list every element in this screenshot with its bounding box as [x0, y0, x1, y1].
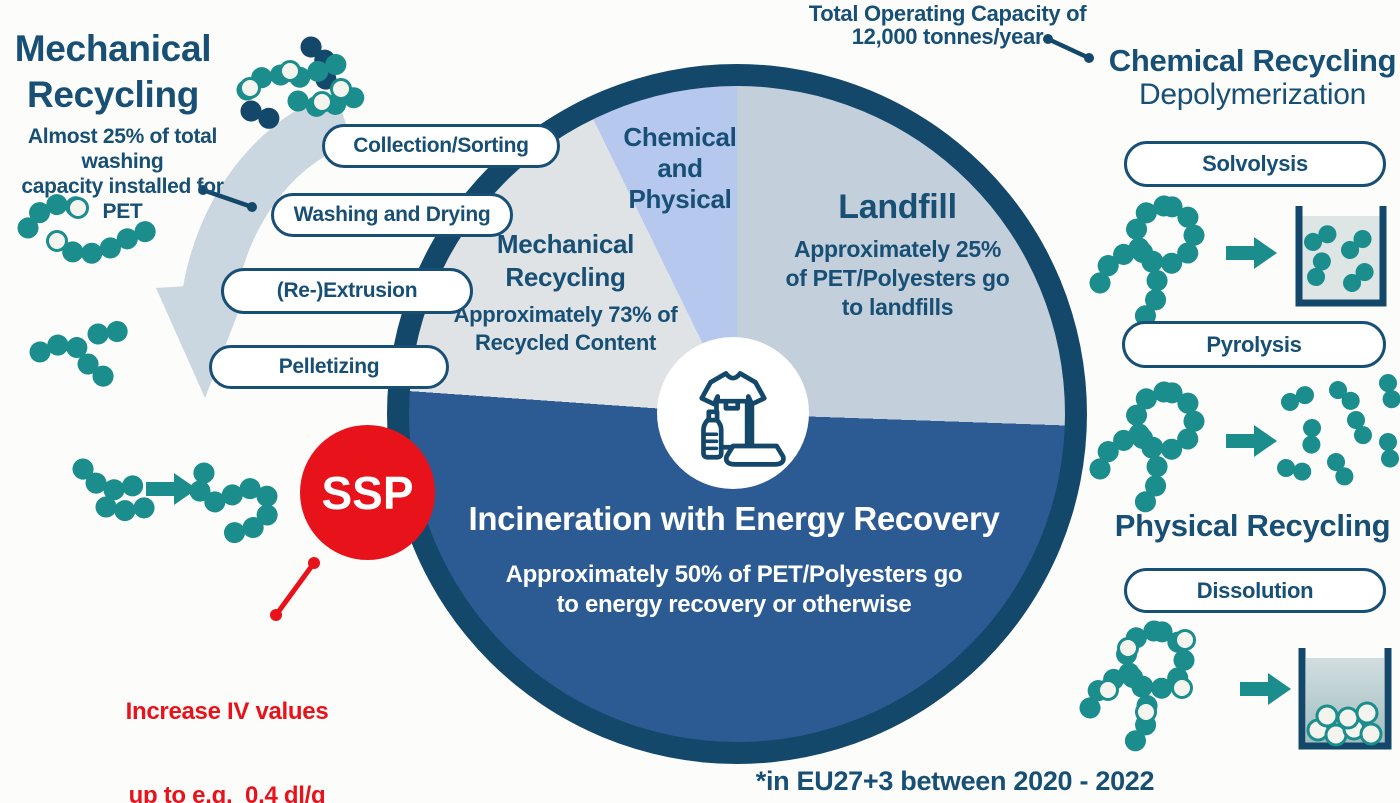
capacity-line: Total Operating Capacity of	[808, 1, 1087, 26]
pill-label: Pyrolysis	[1206, 331, 1302, 357]
segment-label-line: Chemical	[623, 122, 737, 152]
materials-badge	[657, 337, 809, 489]
process-pill-pelletizing: Pelletizing	[209, 345, 449, 389]
dissolved-monomers	[1306, 701, 1383, 747]
segment-sub-line: Recycled Content	[474, 330, 657, 355]
heading-line: Physical Recycling	[1114, 508, 1391, 543]
segment-sub-line: Approximately 25%	[793, 236, 1002, 262]
ssp-label: SSP	[321, 466, 414, 519]
segment-label-incineration: Incineration with Energy Recovery Approx…	[428, 500, 1040, 620]
mechanical-recycling-subtitle: Almost 25% of total washing capacity ins…	[0, 124, 245, 224]
pill-label: Dissolution	[1196, 577, 1314, 603]
plastic-waste-items-icon	[699, 371, 786, 467]
process-pill-collection-sorting: Collection/Sorting	[322, 124, 560, 168]
subtitle-line: Almost 25% of total washing	[27, 125, 218, 173]
pill-label: Pelletizing	[278, 355, 380, 378]
segment-sub-line: to landfills	[841, 294, 954, 320]
segment-label-line: Physical	[628, 184, 732, 214]
method-pill-solvolysis: Solvolysis	[1124, 141, 1386, 187]
process-pill-washing-drying: Washing and Drying	[271, 193, 513, 237]
ssp-note-line: Increase IV values	[125, 698, 329, 725]
segment-title-line: Mechanical	[496, 229, 635, 259]
ssp-note-line: up to e.g. 0.4 dl/g	[128, 782, 326, 803]
connector-ssp	[270, 557, 320, 621]
mechanical-recycling-title: Mechanical Recycling	[8, 26, 218, 118]
pill-label: (Re-)Extrusion	[276, 279, 418, 302]
dissolution-graphic	[1090, 631, 1392, 747]
segment-label-mechanical: Mechanical Recycling Approximately 73% o…	[448, 228, 683, 357]
segment-label-line: and	[657, 153, 703, 183]
segment-sub-line: to energy recovery or otherwise	[556, 591, 912, 618]
segment-title-line: Recycling	[505, 262, 626, 292]
polymer-chain-cluster-top-left	[236, 36, 381, 130]
segment-sub: Approximately 50% of PET/Polyesters go t…	[428, 560, 1040, 620]
capacity-note: Total Operating Capacity of 12,000 tonne…	[795, 2, 1100, 48]
footnote: *in EU27+3 between 2020 - 2022	[755, 766, 1155, 796]
method-pill-dissolution: Dissolution	[1124, 568, 1386, 613]
subtitle-line: capacity installed for PET	[21, 175, 224, 223]
heading-line: Chemical Recycling	[1108, 43, 1397, 78]
title-line: Recycling	[26, 74, 200, 115]
title-line: Mechanical	[14, 28, 212, 69]
pill-label: Washing and Drying	[293, 203, 491, 226]
segment-title: Incineration with Energy Recovery	[468, 500, 1000, 537]
polymer-chain-cluster-left	[17, 193, 164, 393]
pyrolysis-graphic	[1100, 374, 1400, 504]
capacity-line: 12,000 tonnes/year	[851, 24, 1044, 49]
heading-subline: Depolymerization	[1139, 78, 1366, 111]
ssp-badge: SSP	[300, 425, 435, 560]
method-pill-pyrolysis: Pyrolysis	[1122, 321, 1386, 368]
physical-recycling-heading: Physical Recycling	[1105, 508, 1400, 544]
segment-label-chemical-physical: Chemical and Physical	[600, 122, 760, 215]
ssp-reaction-graphic	[72, 458, 280, 544]
segment-sub-line: Approximately 73% of	[453, 302, 678, 327]
pill-label: Solvolysis	[1202, 151, 1308, 176]
pill-label: Collection/Sorting	[353, 134, 529, 157]
solvolysis-graphic	[1100, 206, 1387, 318]
process-pill-re-extrusion: (Re-)Extrusion	[221, 268, 473, 314]
segment-title: Landfill	[838, 188, 957, 226]
chemical-recycling-heading: Chemical Recycling Depolymerization	[1105, 43, 1400, 112]
segment-label-landfill: Landfill Approximately 25% of PET/Polyes…	[745, 188, 1050, 322]
segment-sub-line: of PET/Polyesters go	[785, 265, 1010, 291]
ssp-note: Increase IV values up to e.g. 0.4 dl/g	[112, 642, 342, 803]
segment-sub-line: Approximately 50% of PET/Polyesters go	[505, 561, 963, 588]
